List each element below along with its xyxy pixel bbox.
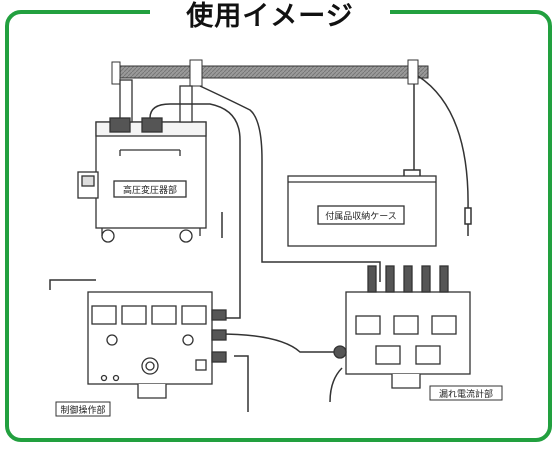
- leakage-meter-label: 漏れ電流計部: [439, 388, 493, 400]
- leakage-current-meter: [333, 265, 471, 389]
- transformer-label: 高圧変圧器部: [123, 184, 177, 196]
- leakage-meter-tag: [429, 385, 503, 401]
- overhead-bar: [111, 59, 429, 87]
- diagram-title: 使用イメージ: [186, 1, 354, 32]
- accessory-case: [287, 175, 437, 247]
- control-panel-label: 制御操作部: [60, 404, 105, 416]
- control-panel-tag: [55, 401, 111, 417]
- control-panel: [87, 291, 227, 399]
- accessory-case-label: 付属品収納ケース: [325, 210, 397, 222]
- high-voltage-transformer: [77, 79, 207, 243]
- title-background: [150, 0, 390, 30]
- cables: [49, 85, 381, 412]
